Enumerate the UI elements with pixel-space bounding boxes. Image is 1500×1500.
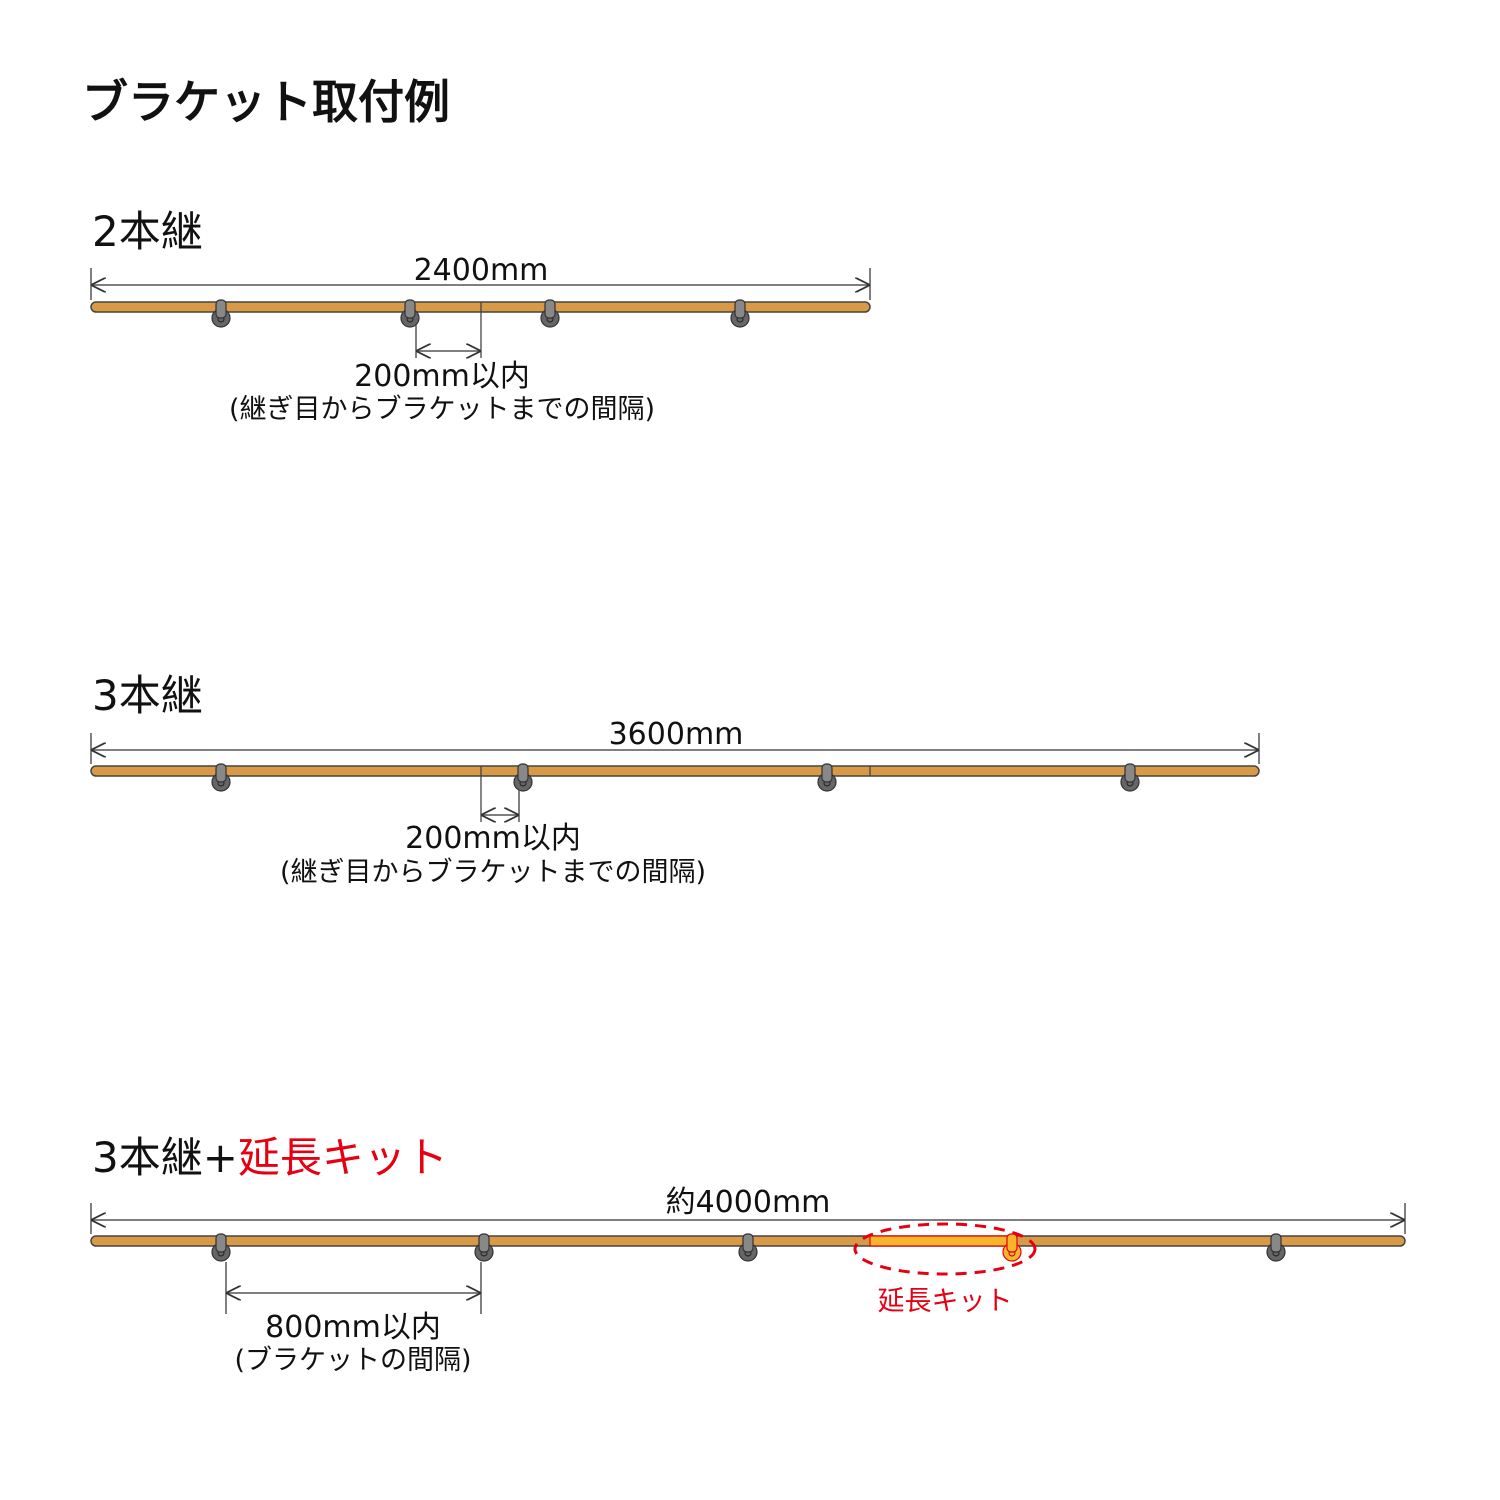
- section-2-piece: 2本継 2400mm 200mm以内 (継ぎ目からブラケットまでの間隔): [90, 207, 871, 425]
- spacing-note: 800mm以内: [265, 1310, 441, 1345]
- extension-kit-label: 延長キット: [878, 1286, 1013, 1317]
- handrail: [90, 765, 1260, 777]
- total-length: 約4000mm: [666, 1185, 831, 1220]
- extension-kit-highlight: [853, 1222, 1037, 1276]
- extension-kit-bracket-icon: [1002, 1233, 1022, 1262]
- spacing-note-detail: (ブラケットの間隔): [234, 1345, 471, 1376]
- section-heading: 3本継: [92, 671, 203, 720]
- page-title: ブラケット取付例: [82, 75, 450, 129]
- heading-accent: 延長キット: [238, 1133, 448, 1182]
- total-length: 3600mm: [609, 717, 744, 752]
- spacing-note: 200mm以内: [405, 821, 581, 856]
- spacing-note-detail: (継ぎ目からブラケットまでの間隔): [229, 394, 655, 425]
- section-heading: 3本継+延長キット: [92, 1133, 448, 1182]
- extension-kit-rail: [869, 1235, 1011, 1247]
- total-length: 2400mm: [414, 253, 549, 288]
- spacing-note-detail: (継ぎ目からブラケットまでの間隔): [280, 857, 706, 888]
- section-heading: 2本継: [92, 207, 203, 256]
- section-3-piece: 3本継 3600mm 200mm以内 (継ぎ目からブラケットまでの間隔): [90, 671, 1260, 888]
- spacing-note: 200mm以内: [354, 359, 530, 394]
- section-3-piece-extension: 3本継+延長キット 約4000mm 延長キット 800mm以内 (ブラケットの間…: [90, 1133, 1406, 1376]
